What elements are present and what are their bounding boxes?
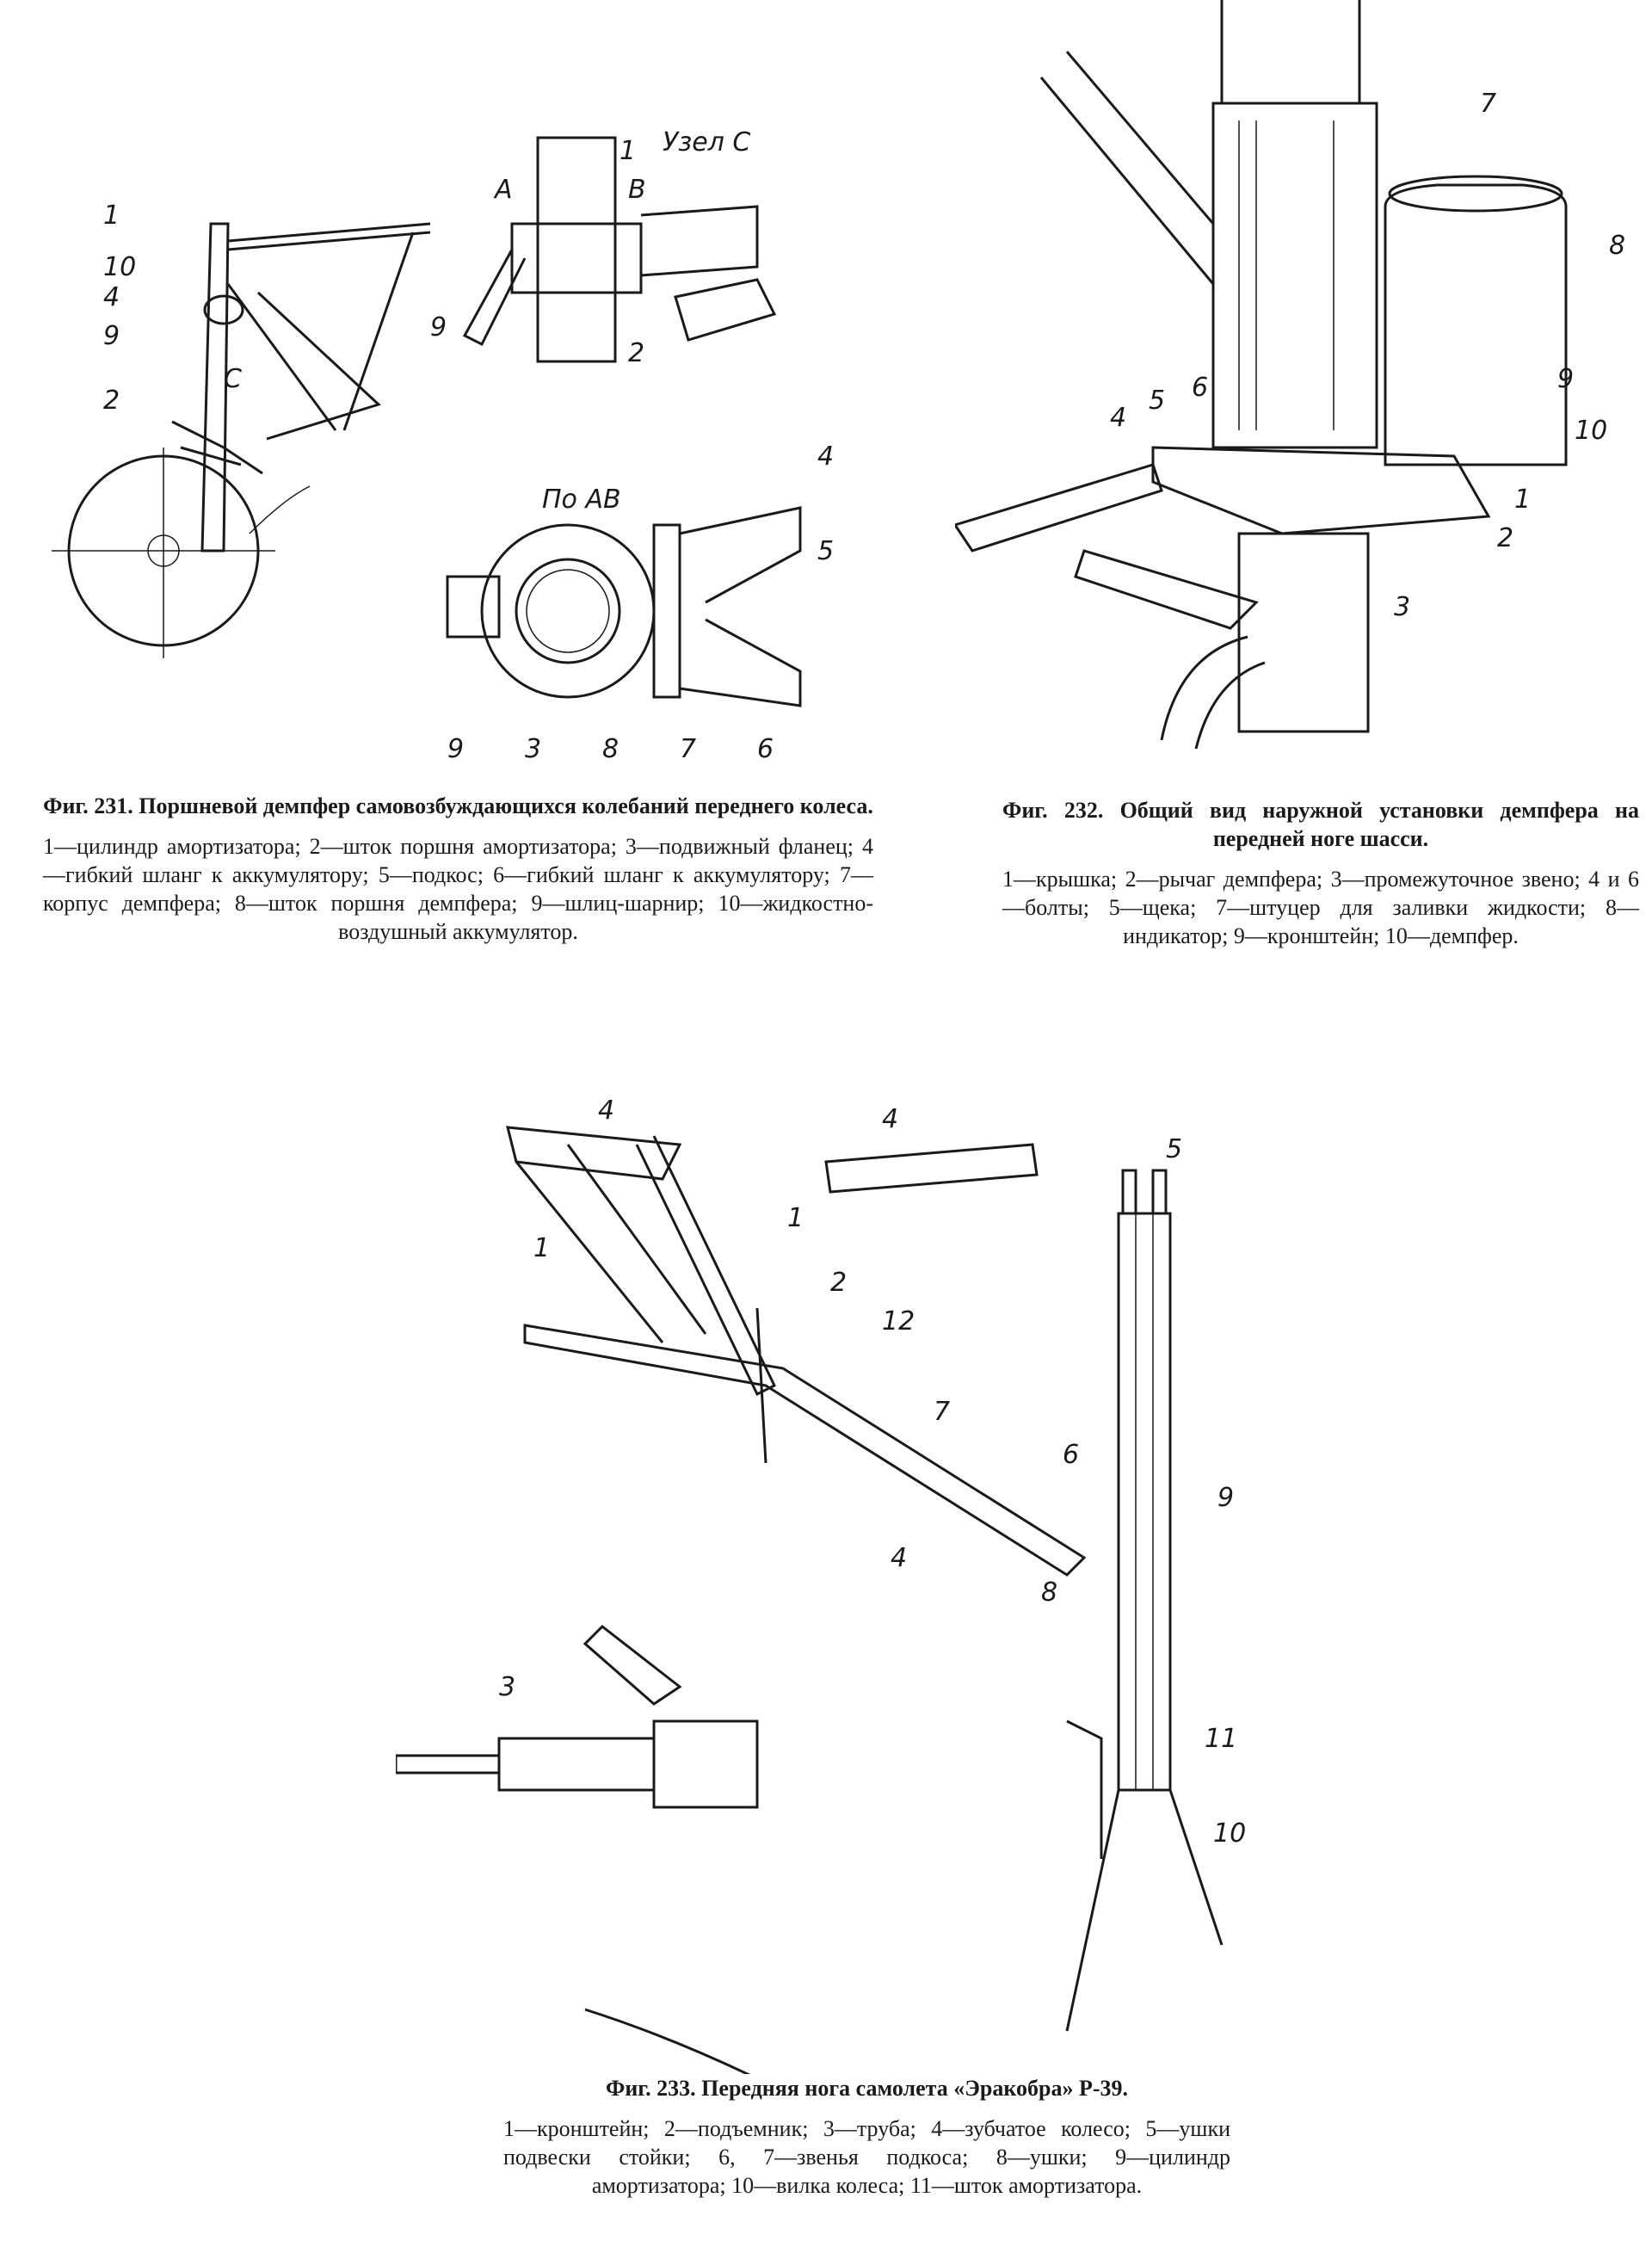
fig232-damper-drawing: 7 8 9 10 1 2 3 4 5 6 [952, 0, 1652, 757]
callout-3: 3 [499, 1672, 515, 1702]
callout-9: 9 [447, 734, 464, 764]
callout-2: 2 [830, 1268, 847, 1298]
section-ab-label: По АВ [542, 485, 621, 515]
callout-8: 8 [1609, 231, 1625, 261]
callout-3: 3 [1394, 592, 1410, 622]
callout-5: 5 [1166, 1134, 1182, 1164]
callout-1: 1 [1514, 485, 1531, 515]
fig233-title: Фиг. 233. Передняя нога самолета «Эракоб… [606, 2076, 1128, 2101]
callout-12: 12 [882, 1306, 915, 1336]
callout-6: 6 [1063, 1440, 1079, 1470]
callout-5: 5 [1149, 386, 1165, 416]
callout-1: 1 [533, 1233, 550, 1263]
callout-2: 2 [628, 338, 644, 368]
fig231-gear-drawing: 1 10 4 9 2 C [52, 189, 465, 688]
fig231-caption: Фиг. 231. Поршневой демпфер самовозбужда… [43, 792, 873, 946]
fig232-legend: 1—крышка; 2—рычаг демпфера; 3—промежуточ… [1002, 867, 1639, 948]
callout-9: 9 [1557, 364, 1574, 394]
fig231-section-ab-drawing: По АВ 4 5 9 3 8 7 6 [396, 439, 860, 775]
callout-1b: 1 [787, 1203, 804, 1233]
callout-4: 4 [817, 441, 834, 472]
callout-10: 10 [1213, 1818, 1246, 1849]
callout-2: 2 [103, 386, 120, 416]
callout-4: 4 [1110, 403, 1126, 433]
callout-6: 6 [1192, 373, 1208, 403]
callout-4b: 4 [882, 1104, 898, 1134]
fig233-nose-gear-drawing: 4 1 1 2 12 7 6 5 9 8 11 10 3 4 4 [394, 1084, 1256, 2093]
callout-4: 4 [598, 1096, 614, 1126]
fig232-caption: Фиг. 232. Общий вид наружной установки д… [1002, 796, 1639, 950]
fig231-legend: 1—цилиндр амортизатора; 2—шток поршня ам… [43, 834, 873, 944]
callout-11: 11 [1205, 1724, 1237, 1754]
callout-2: 2 [1497, 523, 1513, 553]
callout-b: B [628, 175, 646, 205]
node-c-label: Узел С [663, 127, 750, 157]
callout-5: 5 [817, 536, 834, 566]
callout-c: C [224, 364, 242, 394]
fig231-title: Фиг. 231. Поршневой демпфер самовозбужда… [43, 793, 873, 818]
callout-8: 8 [1041, 1577, 1057, 1608]
callout-9: 9 [103, 321, 120, 351]
callout-4c: 4 [891, 1543, 907, 1573]
callout-9: 9 [1217, 1483, 1234, 1513]
fig233-caption: Фиг. 233. Передняя нога самолета «Эракоб… [503, 2074, 1230, 2200]
fig232-title: Фиг. 232. Общий вид наружной установки д… [1002, 798, 1639, 851]
callout-8: 8 [602, 734, 619, 764]
callout-4: 4 [103, 282, 120, 312]
callout-10: 10 [1575, 416, 1607, 446]
callout-a: A [493, 175, 513, 205]
callout-6: 6 [757, 734, 774, 764]
callout-10: 10 [103, 252, 136, 282]
callout-9: 9 [430, 312, 447, 343]
callout-1: 1 [620, 136, 636, 166]
callout-7: 7 [934, 1397, 950, 1427]
fig233-legend: 1—кронштейн; 2—подъемник; 3—труба; 4—зуб… [503, 2116, 1230, 2198]
callout-3: 3 [525, 734, 541, 764]
callout-7: 7 [680, 734, 696, 764]
callout-7: 7 [1480, 89, 1496, 119]
fig231-node-c-drawing: Узел С 1 A B 9 2 [413, 112, 826, 387]
callout-1: 1 [103, 201, 120, 231]
